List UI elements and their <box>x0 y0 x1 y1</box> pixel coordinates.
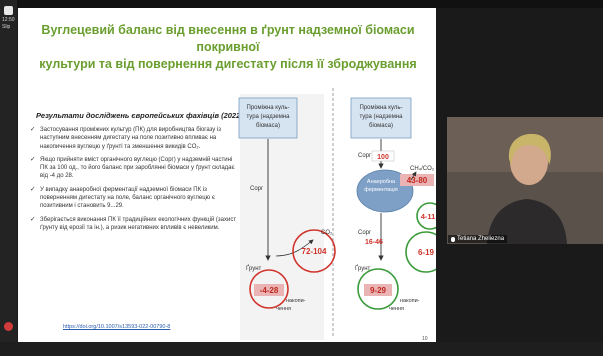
ferment-label-1: Анаеробна <box>367 179 396 185</box>
right-corg-value-bg <box>371 150 395 162</box>
bullet-list: Застосування проміжних культур (ПК) для … <box>30 126 240 237</box>
loss2-circle <box>405 231 436 273</box>
slide-title-line2: культури та від повернення дигестату піс… <box>39 57 417 71</box>
slide-title: Вуглецевий баланс від внесення в ґрунт н… <box>38 22 418 73</box>
right-soil-value-bg <box>364 284 392 296</box>
loss2-value: 6-19 <box>418 248 435 257</box>
right-top-box-line1: Проміжна куль- <box>360 105 403 111</box>
bullet-item: Застосування проміжних культур (ПК) для … <box>30 126 240 151</box>
right-soil-circle <box>357 268 399 310</box>
loss1-circle <box>416 202 436 230</box>
right-top-box-line2: тура (надземна <box>359 114 403 120</box>
left-co2-circle <box>292 229 336 273</box>
bullet-item: У випадку анаеробної ферментації надземн… <box>30 186 240 211</box>
gas-arrow <box>410 171 417 181</box>
page-number: 10 <box>422 336 428 342</box>
mic-icon <box>451 236 455 242</box>
right-corg2-label: Cорг <box>358 230 372 236</box>
left-top-box-line2: тура (надземна <box>246 114 290 120</box>
left-top-box-line3: біомаса) <box>256 123 280 129</box>
left-soil-value-bg <box>254 284 284 296</box>
ferment-value: 43-80 <box>407 176 428 185</box>
person-face <box>510 139 548 185</box>
participant-portrait <box>447 117 603 244</box>
left-accum-label: накопи- <box>286 298 306 304</box>
app-icon[interactable] <box>4 6 13 15</box>
right-top-box <box>350 97 412 139</box>
left-soil-circle <box>249 269 289 309</box>
left-top-box-line1: Проміжна куль- <box>247 105 290 111</box>
left-top-box <box>238 97 298 139</box>
right-corg2-value: 16-46 <box>365 239 383 246</box>
right-corg-label: Cорг <box>358 153 372 159</box>
bullet-item: Зберігається виконання ПК її традиційних… <box>30 216 240 233</box>
loss1-value: 4-11 <box>421 212 436 221</box>
left-co2-value: 72-104 <box>302 247 327 256</box>
right-accum-label2: чення <box>389 306 404 312</box>
participant-name: Tetiana Zheliezna <box>457 236 505 242</box>
slide-title-line1: Вуглецевий баланс від внесення в ґрунт н… <box>41 23 415 54</box>
left-co2-arrow <box>275 239 314 257</box>
left-corg-label: Cорг <box>250 186 264 192</box>
person-body <box>487 199 567 244</box>
right-soil-label: Ґрунт <box>355 264 371 272</box>
right-accum-label: накопи- <box>400 298 420 304</box>
doi-link[interactable]: https://doi.org/10.1007/s13593-022-00790… <box>63 324 171 330</box>
top-strip <box>0 0 603 8</box>
ferment-blob <box>356 169 414 213</box>
left-sidebar: 12:50 Slip <box>0 0 17 356</box>
bullet-item: Якщо прийняти вміст органічного вуглецю … <box>30 156 240 181</box>
participant-video[interactable]: Tetiana Zheliezna <box>447 117 603 244</box>
right-corg-value: 100 <box>377 154 389 161</box>
right-top-box-line3: біомаса) <box>369 123 393 129</box>
left-soil-value: -4-28 <box>260 286 279 295</box>
gas-label: CH₄/CO₂ <box>410 166 435 172</box>
left-co2-label: CO₂ <box>321 230 333 236</box>
person-hair <box>508 133 551 165</box>
ferment-label-2: ферментація <box>364 187 397 193</box>
bottom-strip <box>0 342 603 356</box>
carbon-balance-diagram: Проміжна куль- тура (надземна біомаса) C… <box>238 88 436 340</box>
participant-nametag: Tetiana Zheliezna <box>448 235 508 243</box>
left-accum-label2: чення <box>276 306 291 312</box>
right-soil-value: 9-29 <box>370 286 387 295</box>
sidebar-time: 12:50 <box>2 17 15 23</box>
ferment-value-bg <box>400 174 434 186</box>
record-icon[interactable] <box>4 322 13 331</box>
left-soil-label: Ґрунт <box>246 264 262 272</box>
slide-intro: Результати досліджень європейських фахів… <box>36 111 246 120</box>
sidebar-label: Slip <box>2 24 11 30</box>
presentation-slide: Вуглецевий баланс від внесення в ґрунт н… <box>18 8 436 348</box>
